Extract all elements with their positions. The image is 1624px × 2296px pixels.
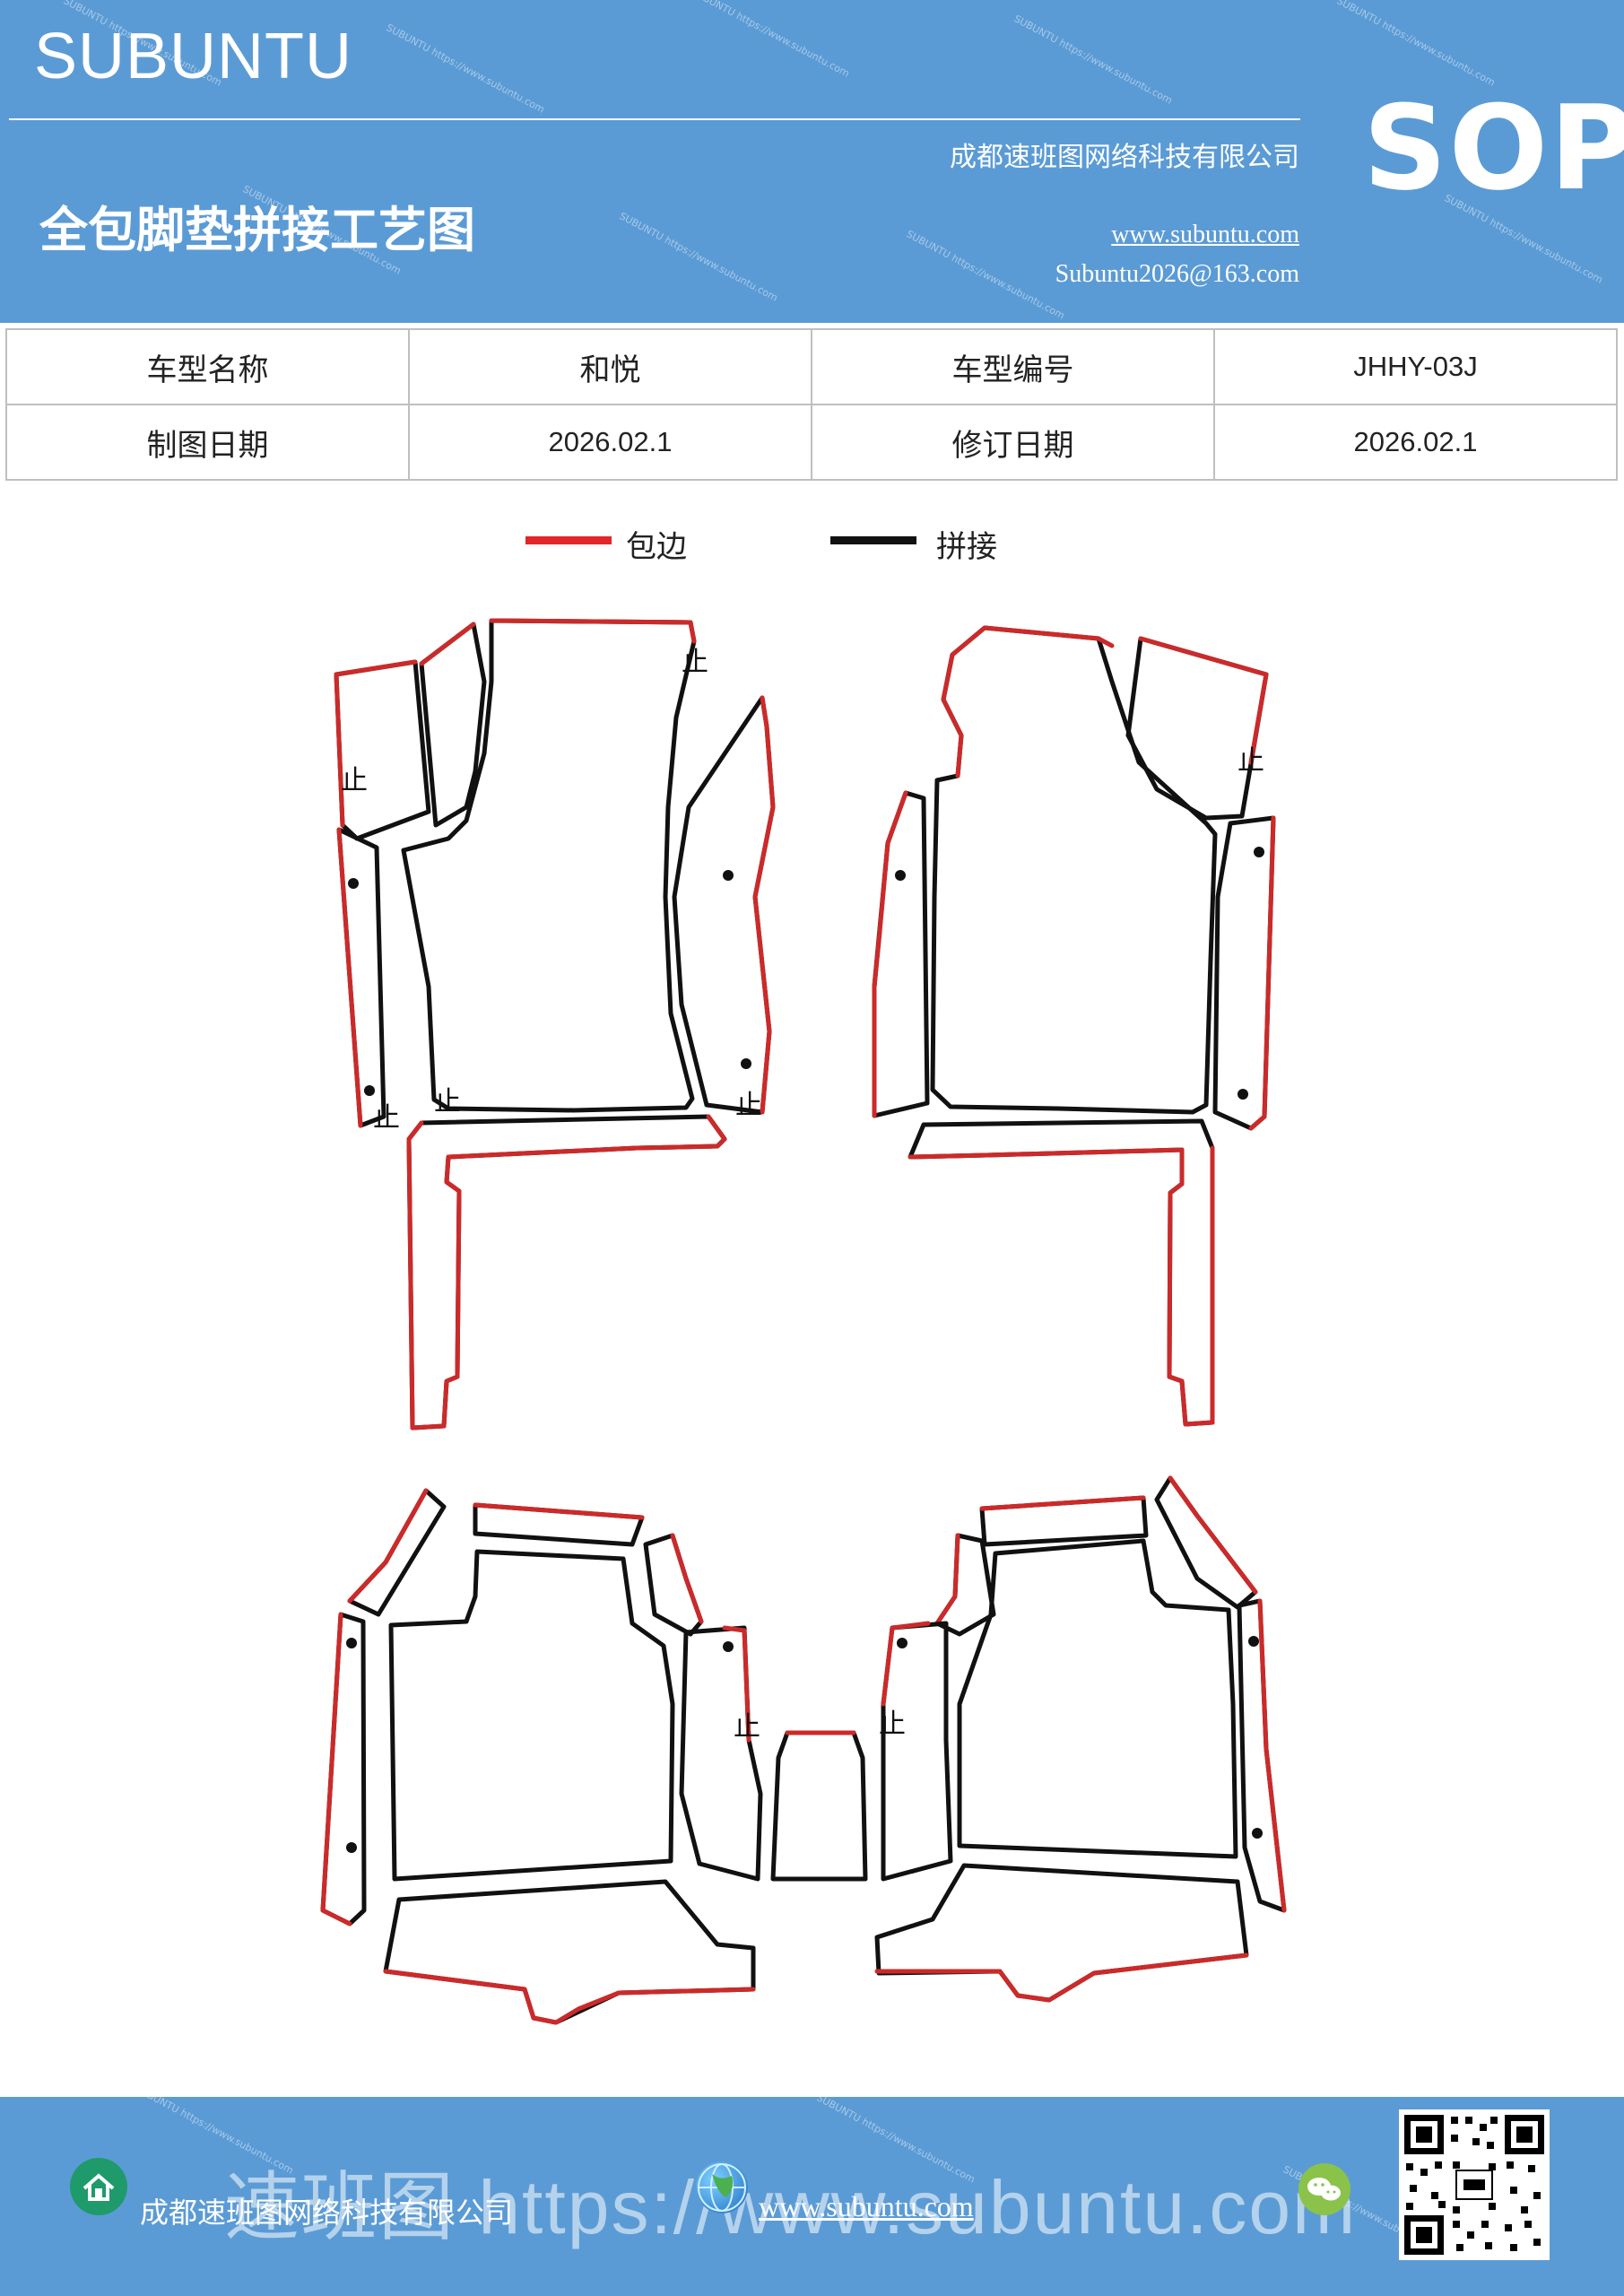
edge-rr-door — [881, 1621, 931, 1707]
edge-fr-side — [1248, 815, 1276, 1131]
qr-code-graphic — [1404, 2115, 1544, 2255]
edge-rl-door — [722, 1625, 751, 1743]
table-cell: 制图日期 — [5, 404, 410, 481]
stop-mark: 止 — [682, 647, 708, 678]
legend-swatch-seam — [830, 536, 916, 544]
mat-piece-fr-main — [930, 625, 1218, 1115]
mat-piece-rr-main — [957, 1538, 1238, 1859]
stop-mark: 止 — [434, 1086, 461, 1118]
globe-icon — [696, 2161, 748, 2213]
mat-piece-rl-bottom — [383, 1879, 756, 2025]
footer-banner: SUBUNTU https://www.subuntu.com SUBUNTU … — [0, 2097, 1624, 2296]
vehicle-info-table: 车型名称 和悦 车型编号 JHHY-03J 制图日期 2026.02.1 修订日… — [5, 328, 1618, 481]
table-cell: 修订日期 — [811, 404, 1215, 481]
mat-piece-rr-bottom — [874, 1863, 1249, 2003]
table-cell: JHHY-03J — [1213, 328, 1618, 405]
home-icon — [70, 2158, 127, 2215]
document-title: 全包脚垫拼接工艺图 — [39, 202, 475, 258]
mat-piece-fr-sill — [908, 1118, 1215, 1427]
stop-mark: 止 — [373, 1102, 400, 1134]
stop-mark: 止 — [734, 1711, 760, 1743]
edge-fl-door — [752, 695, 776, 1115]
table-cell: 2026.02.1 — [408, 404, 812, 481]
table-cell: 车型名称 — [5, 328, 410, 405]
mat-piece-fr-corner — [1125, 636, 1269, 821]
mat-piece-rl-mid — [643, 1533, 704, 1637]
qr-code — [1399, 2109, 1550, 2260]
clip-dot — [364, 1085, 375, 1096]
email-address[interactable]: Subuntu2026@163.com — [1055, 260, 1299, 288]
clip-dot — [723, 870, 734, 881]
mat-piece-fl-door — [672, 695, 776, 1115]
clip-dot — [348, 878, 359, 889]
edge-rl-mid — [670, 1533, 704, 1624]
edge-fl-main — [489, 618, 697, 644]
edge-rl-top — [473, 1502, 645, 1520]
clip-dot — [346, 1842, 357, 1853]
table-cell: 和悦 — [408, 328, 812, 405]
stop-mark: 止 — [341, 765, 368, 796]
footer-website-link[interactable]: www.subuntu.com — [759, 2190, 974, 2222]
edge-rl-left — [320, 1612, 352, 1926]
mat-piece-fl-3 — [336, 827, 386, 1128]
mat-piece-fl-1 — [334, 659, 431, 841]
mat-piece-center — [770, 1730, 868, 1882]
mat-piece-fl-main — [401, 618, 697, 1113]
mat-piece-rr-door — [881, 1621, 953, 1882]
edge-rl-corner — [347, 1488, 429, 1604]
footer-company-name: 成都速班图网络科技有限公司 — [140, 2196, 514, 2230]
edge-rl-bottom — [383, 1969, 756, 2025]
table-row: 制图日期 2026.02.1 修订日期 2026.02.1 — [5, 404, 1618, 481]
legend: 包边 拼接 — [0, 522, 1624, 576]
header-banner: SUBUNTU https://www.subuntu.com SUBUNTU … — [0, 0, 1624, 323]
edge-fr-door — [872, 790, 908, 1118]
clip-dot — [1248, 1636, 1259, 1647]
mat-piece-rl-left — [320, 1612, 367, 1926]
clip-dot — [723, 1641, 734, 1652]
edge-rr-top — [979, 1495, 1146, 1511]
clip-dot — [1252, 1828, 1263, 1839]
stop-mark: 止 — [879, 1709, 906, 1740]
mat-piece-rl-door — [679, 1625, 763, 1882]
clip-dot — [1254, 847, 1264, 857]
edge-fr-corner — [1138, 636, 1269, 765]
table-cell: 车型编号 — [811, 328, 1215, 405]
mat-piece-rl-corner — [347, 1488, 447, 1617]
brand-name: SUBUNTU — [34, 21, 353, 92]
sop-badge: SOP — [1363, 80, 1624, 216]
clip-dot — [1238, 1089, 1248, 1100]
edge-fl-3 — [336, 827, 363, 1128]
table-cell: 2026.02.1 — [1213, 404, 1618, 481]
header-divider — [9, 118, 1300, 120]
edge-fr-main — [941, 625, 1115, 778]
mat-piece-fr-door — [872, 790, 930, 1118]
website-link[interactable]: www.subuntu.com — [1111, 221, 1299, 248]
clip-dot — [897, 1638, 908, 1648]
company-name: 成都速班图网络科技有限公司 — [950, 142, 1299, 173]
stop-mark: 止 — [735, 1090, 762, 1121]
edge-rr-bottom — [874, 1952, 1249, 2003]
stop-mark: 止 — [1238, 745, 1264, 777]
edge-rr-mid — [934, 1533, 960, 1626]
legend-label-edge: 包边 — [626, 529, 687, 565]
clip-dot — [895, 870, 906, 881]
clip-dot — [346, 1638, 357, 1648]
mat-piece-rr-corner — [1154, 1475, 1258, 1610]
footer-watermark: 速班图 https://www.subuntu.com — [224, 2165, 1358, 2249]
edge-rr-corner — [1168, 1475, 1258, 1595]
edge-fl-2 — [419, 622, 476, 666]
edge-fl-sill — [406, 1114, 727, 1431]
legend-swatch-edge — [525, 536, 612, 544]
clip-dot — [741, 1058, 751, 1069]
wechat-icon — [1298, 2163, 1350, 2215]
edge-fr-sill — [908, 1145, 1215, 1427]
mat-piece-rr-mid — [934, 1533, 996, 1637]
edge-rr-right — [1257, 1598, 1287, 1913]
legend-label-seam: 拼接 — [936, 529, 997, 565]
table-row: 车型名称 和悦 车型编号 JHHY-03J — [5, 328, 1618, 405]
mat-piece-rl-main — [388, 1549, 675, 1882]
edge-fl-1 — [334, 659, 418, 828]
